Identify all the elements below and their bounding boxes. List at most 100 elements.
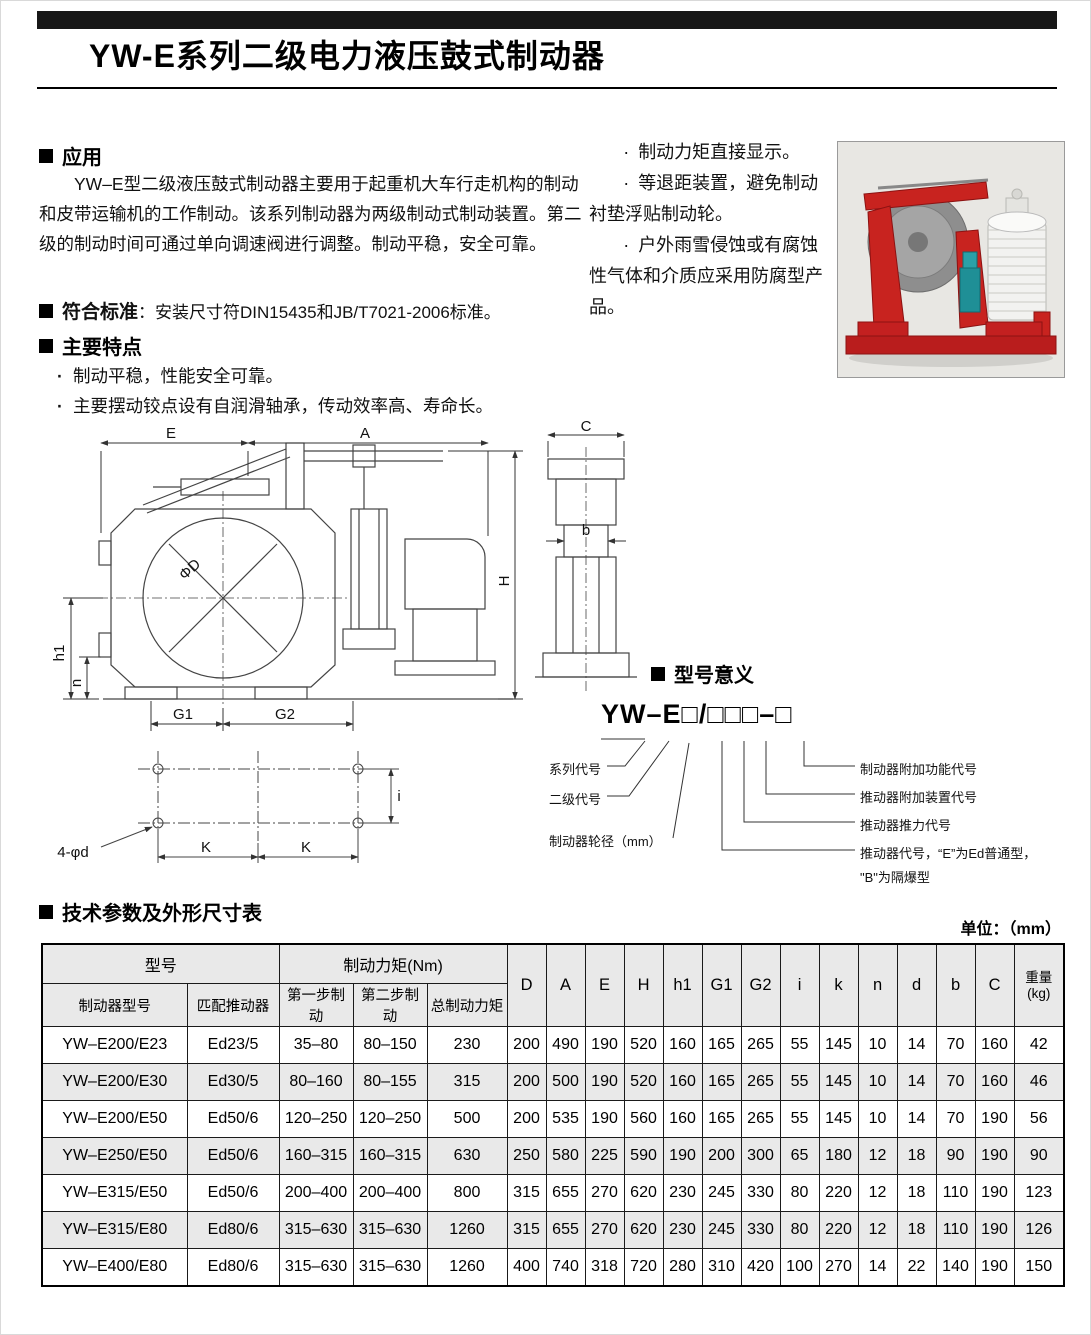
highlight-item: 户外雨雪侵蚀或有腐蚀性气体和介质应采用防腐型产品。 — [589, 230, 831, 323]
value-cell: 315 — [426, 1063, 508, 1101]
value-cell: 55 — [779, 1100, 820, 1138]
value-cell: 300 — [740, 1137, 781, 1175]
features-heading: 主要特点 — [62, 337, 142, 359]
spec-table: 型号 制动力矩(Nm) D A E H h1 G1 G2 i k n d b C — [41, 943, 1066, 1287]
model-label-thruster-code: 推动器代号，“E”为Ed普通型， — [860, 846, 1037, 861]
model-cell: YW–E200/E30 — [41, 1063, 188, 1101]
features-section-heading: 主要特点 — [39, 331, 142, 360]
section-marker-icon — [39, 303, 53, 318]
value-cell: 520 — [623, 1026, 664, 1064]
value-cell: 80 — [779, 1211, 820, 1249]
col-header-n: n — [857, 943, 898, 1027]
dim-label-a: A — [360, 425, 370, 442]
value-cell: 1260 — [426, 1211, 508, 1249]
model-label-twostage: 二级代号 — [549, 792, 602, 807]
value-cell: 245 — [701, 1211, 742, 1249]
value-cell: 190 — [974, 1248, 1015, 1287]
features-list: 制动平稳，性能安全可靠。 主要摆动铰点设有自润滑轴承，传动效率高、寿命长。 — [53, 361, 593, 421]
value-cell: 230 — [426, 1026, 508, 1064]
value-cell: 200–400 — [352, 1174, 428, 1212]
dim-label-e: E — [166, 425, 176, 442]
value-cell: 123 — [1013, 1174, 1065, 1212]
value-cell: 14 — [896, 1100, 937, 1138]
value-cell: 740 — [545, 1248, 586, 1287]
standard-heading: 符合标准 — [62, 302, 139, 323]
value-cell: 560 — [623, 1100, 664, 1138]
value-cell: Ed50/6 — [186, 1100, 280, 1138]
application-heading: 应用 — [62, 147, 102, 169]
model-code-diagram: YW–E□/□□□–□ 系列代号 二级代号 制动器轮径（mm） 制动器附加功能代… — [549, 695, 1077, 903]
feature-item: 主要摆动铰点设有自润滑轴承，传动效率高、寿命长。 — [53, 391, 593, 421]
value-cell: 165 — [701, 1100, 742, 1138]
spec-table-container: 型号 制动力矩(Nm) D A E H h1 G1 G2 i k n d b C — [41, 943, 1066, 1287]
model-label-series: 系列代号 — [549, 762, 602, 777]
value-cell: Ed30/5 — [186, 1063, 280, 1101]
value-cell: 42 — [1013, 1026, 1065, 1064]
value-cell: 100 — [779, 1248, 820, 1287]
model-cell: YW–E250/E50 — [41, 1137, 188, 1175]
col-header-i: i — [779, 943, 820, 1027]
value-cell: 160 — [974, 1026, 1015, 1064]
model-cell: YW–E315/E50 — [41, 1174, 188, 1212]
dim-label-phid: ΦD — [176, 556, 204, 584]
value-cell: 140 — [935, 1248, 976, 1287]
value-cell: 318 — [584, 1248, 625, 1287]
section-marker-icon — [39, 338, 53, 353]
col-group-model: 型号 — [41, 943, 280, 984]
model-code: YW–E□/□□□–□ — [601, 699, 793, 729]
value-cell: 22 — [896, 1248, 937, 1287]
page-title: YW-E系列二级电力液压鼓式制动器 — [89, 38, 605, 74]
dim-label-c: C — [581, 421, 592, 435]
col-header-step1: 第一步制动 — [278, 983, 354, 1027]
model-label-thruster-code-2: "B"为隔爆型 — [860, 870, 930, 885]
col-header-step2: 第二步制动 — [352, 983, 428, 1027]
value-cell: 800 — [426, 1174, 508, 1212]
value-cell: 80–155 — [352, 1063, 428, 1101]
value-cell: 160–315 — [278, 1137, 354, 1175]
section-marker-icon — [39, 148, 53, 163]
value-cell: 315–630 — [352, 1211, 428, 1249]
col-header-k: k — [818, 943, 859, 1027]
value-cell: 220 — [818, 1211, 859, 1249]
value-cell: 110 — [935, 1174, 976, 1212]
value-cell: 200 — [506, 1063, 547, 1101]
value-cell: 126 — [1013, 1211, 1065, 1249]
value-cell: 250 — [506, 1137, 547, 1175]
value-cell: 165 — [701, 1026, 742, 1064]
value-cell: 10 — [857, 1026, 898, 1064]
model-cell: YW–E200/E50 — [41, 1100, 188, 1138]
value-cell: 270 — [584, 1174, 625, 1212]
value-cell: 630 — [426, 1137, 508, 1175]
col-header-total-torque: 总制动力矩 — [426, 983, 508, 1027]
model-label-thrust: 推动器推力代号 — [860, 818, 952, 833]
dim-label-k1: K — [201, 839, 211, 856]
value-cell: 80 — [779, 1174, 820, 1212]
brake-photo-illustration — [838, 142, 1064, 377]
value-cell: 10 — [857, 1063, 898, 1101]
value-cell: 46 — [1013, 1063, 1065, 1101]
value-cell: 280 — [662, 1248, 703, 1287]
value-cell: Ed23/5 — [186, 1026, 280, 1064]
value-cell: 150 — [1013, 1248, 1065, 1287]
value-cell: 12 — [857, 1137, 898, 1175]
value-cell: 315–630 — [352, 1248, 428, 1287]
value-cell: 220 — [818, 1174, 859, 1212]
value-cell: 190 — [974, 1211, 1015, 1249]
value-cell: 245 — [701, 1174, 742, 1212]
value-cell: 70 — [935, 1100, 976, 1138]
value-cell: 120–250 — [352, 1100, 428, 1138]
header-row-groups: 型号 制动力矩(Nm) D A E H h1 G1 G2 i k n d b C — [41, 943, 1065, 1027]
col-header-H: H — [623, 943, 664, 1027]
col-header-weight: 重量 (kg) — [1013, 943, 1065, 1027]
value-cell: 10 — [857, 1100, 898, 1138]
value-cell: 70 — [935, 1063, 976, 1101]
value-cell: 65 — [779, 1137, 820, 1175]
value-cell: 655 — [545, 1211, 586, 1249]
dim-label-k2: K — [301, 839, 311, 856]
dim-label-n: n — [68, 679, 85, 687]
